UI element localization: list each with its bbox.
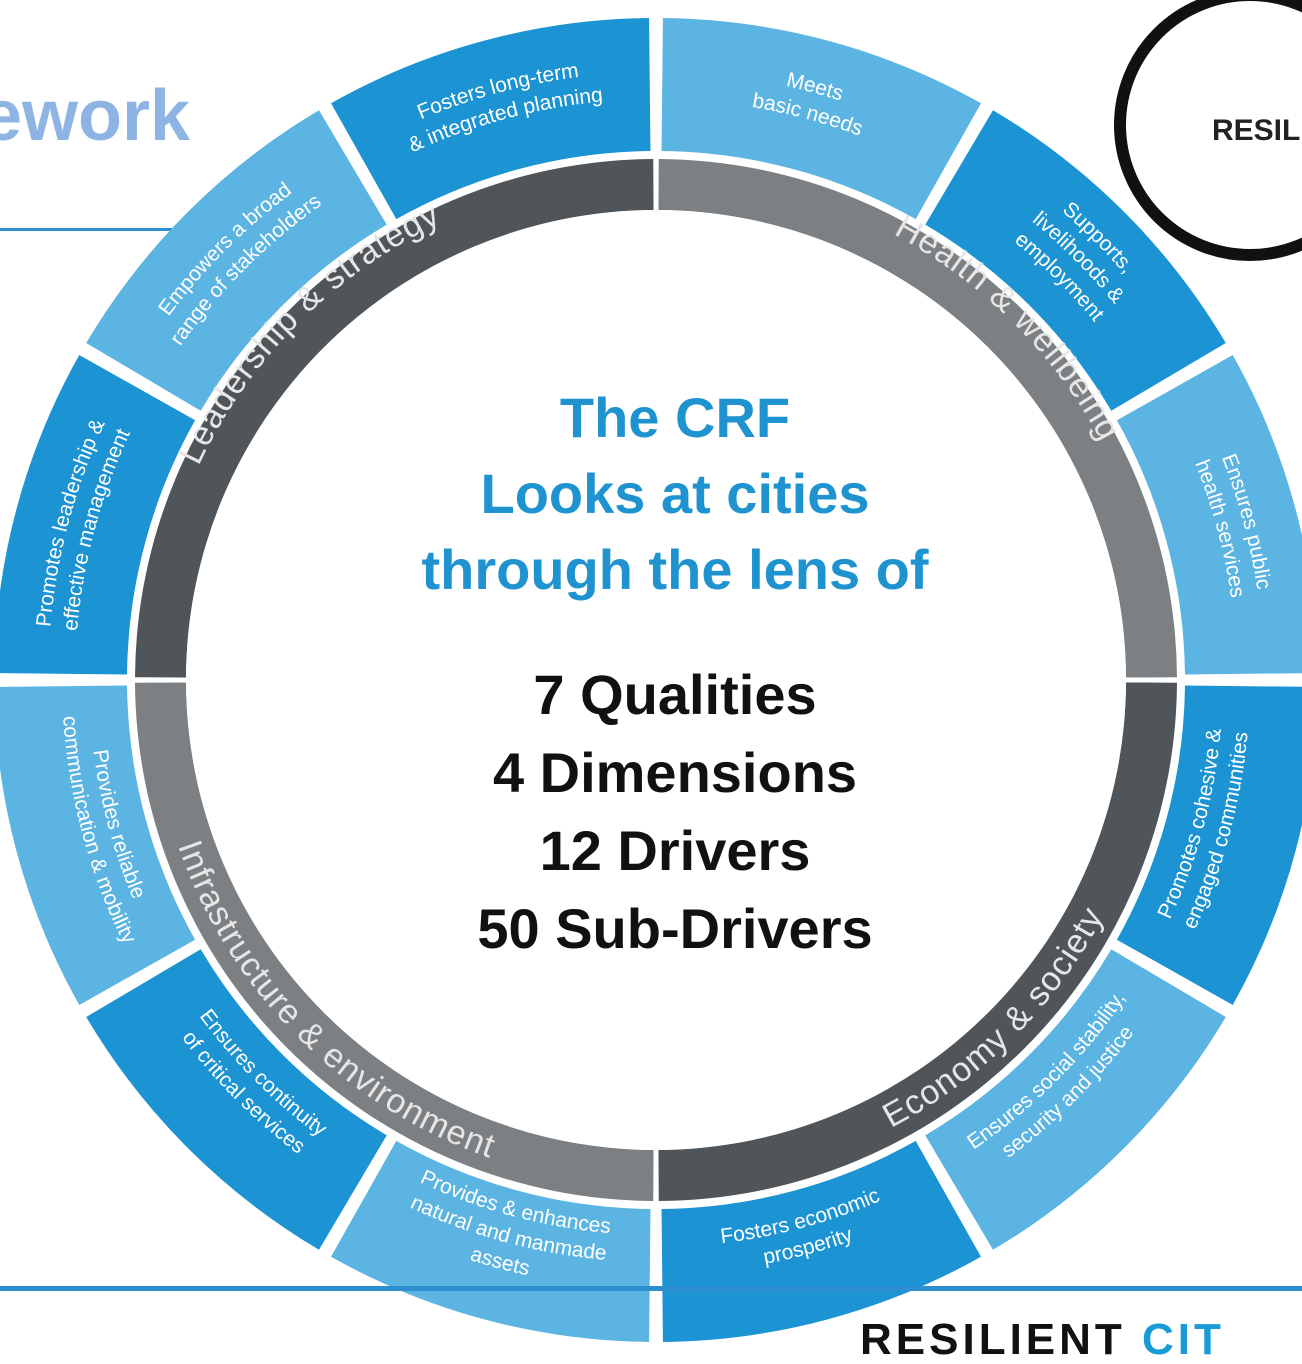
driver-segment <box>331 18 651 220</box>
driver-segment <box>661 1140 981 1342</box>
count-drivers: 12 Drivers <box>539 819 811 882</box>
count-sub-drivers: 50 Sub-Drivers <box>477 897 873 960</box>
dimension-segment <box>658 682 1177 1201</box>
driver-segment <box>86 949 387 1250</box>
slide-title: ework <box>0 76 191 156</box>
footer-rule <box>0 1286 1302 1291</box>
driver-segment <box>1116 685 1302 1005</box>
driver-segment <box>1116 355 1302 675</box>
center-disc <box>186 210 1126 1150</box>
driver-segment <box>0 685 196 1005</box>
count-qualities: 7 Qualities <box>533 663 817 726</box>
footer-logo: RESILIENT CIT <box>860 1318 1225 1362</box>
footer-logo-word: RESILIENT <box>860 1315 1126 1364</box>
driver-segment <box>86 110 387 411</box>
driver-segment <box>925 110 1226 411</box>
dimension-ring <box>135 159 1177 1201</box>
driver-segment <box>0 355 196 675</box>
footer-logo-word: CIT <box>1142 1315 1225 1364</box>
center-intro-line: through the lens of <box>421 538 929 601</box>
driver-segment <box>661 18 981 220</box>
center-intro-line: The CRF <box>559 386 791 449</box>
driver-ring <box>0 18 1302 1342</box>
logo-text: RESILIENT <box>1212 114 1302 147</box>
resilient-cities-logo: RESILIENT <box>1114 0 1302 261</box>
count-dimensions: 4 Dimensions <box>492 741 858 804</box>
center-summary: The CRF Looks at cities through the lens… <box>340 380 1010 968</box>
driver-segment <box>925 949 1226 1250</box>
dimension-segment <box>135 682 654 1201</box>
dimension-segment <box>135 159 654 678</box>
center-intro-line: Looks at cities <box>480 462 870 525</box>
title-underline <box>0 228 230 231</box>
driver-segment <box>331 1140 651 1342</box>
dimension-segment <box>658 159 1177 678</box>
